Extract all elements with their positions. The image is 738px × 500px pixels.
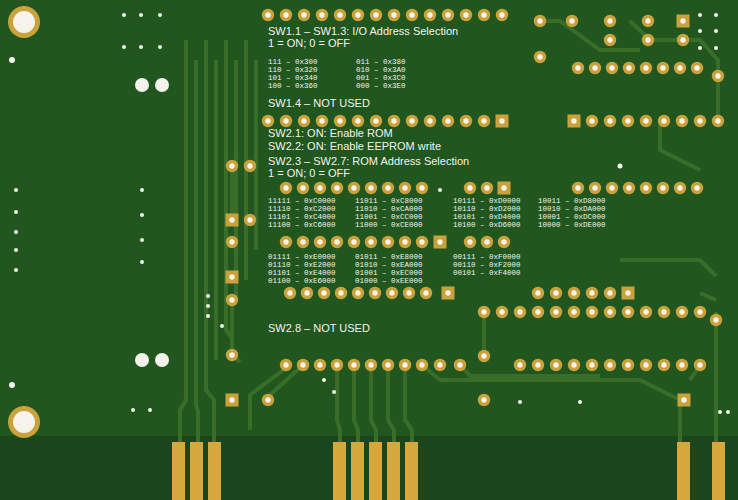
address-table-cell: 10000 – 0xDE000 bbox=[538, 221, 606, 229]
address-table-cell: 10101 – 0xD4000 bbox=[453, 213, 521, 221]
silkscreen-note: SW2.2: ON: Enable EEPROM write bbox=[268, 140, 441, 152]
silkscreen-note: 1 = ON; 0 = OFF bbox=[268, 37, 350, 49]
address-table-cell: 11111 – 0xC0000 bbox=[268, 197, 336, 205]
address-table-cell: 01000 – 0xEE000 bbox=[355, 277, 423, 285]
address-table-cell: 10110 – 0xD2000 bbox=[453, 205, 521, 213]
silkscreen-note: SW2.8 – NOT USED bbox=[268, 322, 370, 334]
address-table-cell: 00111 – 0xF0000 bbox=[453, 253, 521, 261]
address-table-cell: 01010 – 0xEA000 bbox=[355, 261, 423, 269]
address-table-cell: 11110 – 0xC2000 bbox=[268, 205, 336, 213]
silkscreen-note: 1 = ON; 0 = OFF bbox=[268, 167, 350, 179]
address-table-cell: 01101 – 0xE4000 bbox=[268, 269, 336, 277]
address-table-cell: 11101 – 0xC4000 bbox=[268, 213, 336, 221]
address-table-cell: 01100 – 0xE6000 bbox=[268, 277, 336, 285]
address-table-cell: 111 – 0x300 bbox=[268, 58, 318, 66]
address-table-cell: 10001 – 0xDC000 bbox=[538, 213, 606, 221]
address-table-cell: 11010 – 0xCA000 bbox=[355, 205, 423, 213]
silkscreen-note: SW1.4 – NOT USED bbox=[268, 97, 370, 109]
address-table-cell: 01001 – 0xEC000 bbox=[355, 269, 423, 277]
address-table-cell: 000 – 0x3E0 bbox=[356, 82, 406, 90]
address-table-cell: 01011 – 0xE8000 bbox=[355, 253, 423, 261]
address-table-cell: 11100 – 0xC6000 bbox=[268, 221, 336, 229]
address-table-cell: 010 – 0x3A0 bbox=[356, 66, 406, 74]
address-table-cell: 11011 – 0xC8000 bbox=[355, 197, 423, 205]
address-table-cell: 00101 – 0xF4000 bbox=[453, 269, 521, 277]
address-table-cell: 100 – 0x360 bbox=[268, 82, 318, 90]
address-table-cell: 001 – 0x3C0 bbox=[356, 74, 406, 82]
address-table-cell: 10111 – 0xD0000 bbox=[453, 197, 521, 205]
address-table-cell: 11000 – 0xCE000 bbox=[355, 221, 423, 229]
address-table-cell: 110 – 0x320 bbox=[268, 66, 318, 74]
address-table-cell: 10011 – 0xD8000 bbox=[538, 197, 606, 205]
silkscreen-note: SW2.1: ON: Enable ROM bbox=[268, 127, 393, 139]
address-table-cell: 01111 – 0xE0000 bbox=[268, 253, 336, 261]
silkscreen-note: SW2.3 – SW2.7: ROM Address Selection bbox=[268, 155, 469, 167]
address-table-cell: 01110 – 0xE2000 bbox=[268, 261, 336, 269]
address-table-cell: 00110 – 0xF2000 bbox=[453, 261, 521, 269]
address-table-cell: 011 – 0x380 bbox=[356, 58, 406, 66]
silkscreen-note: SW1.1 – SW1.3: I/O Address Selection bbox=[268, 25, 458, 37]
address-table-cell: 10100 – 0xD6000 bbox=[453, 221, 521, 229]
address-table-cell: 10010 – 0xDA000 bbox=[538, 205, 606, 213]
address-table-cell: 11001 – 0xCC000 bbox=[355, 213, 423, 221]
address-table-cell: 101 – 0x340 bbox=[268, 74, 318, 82]
